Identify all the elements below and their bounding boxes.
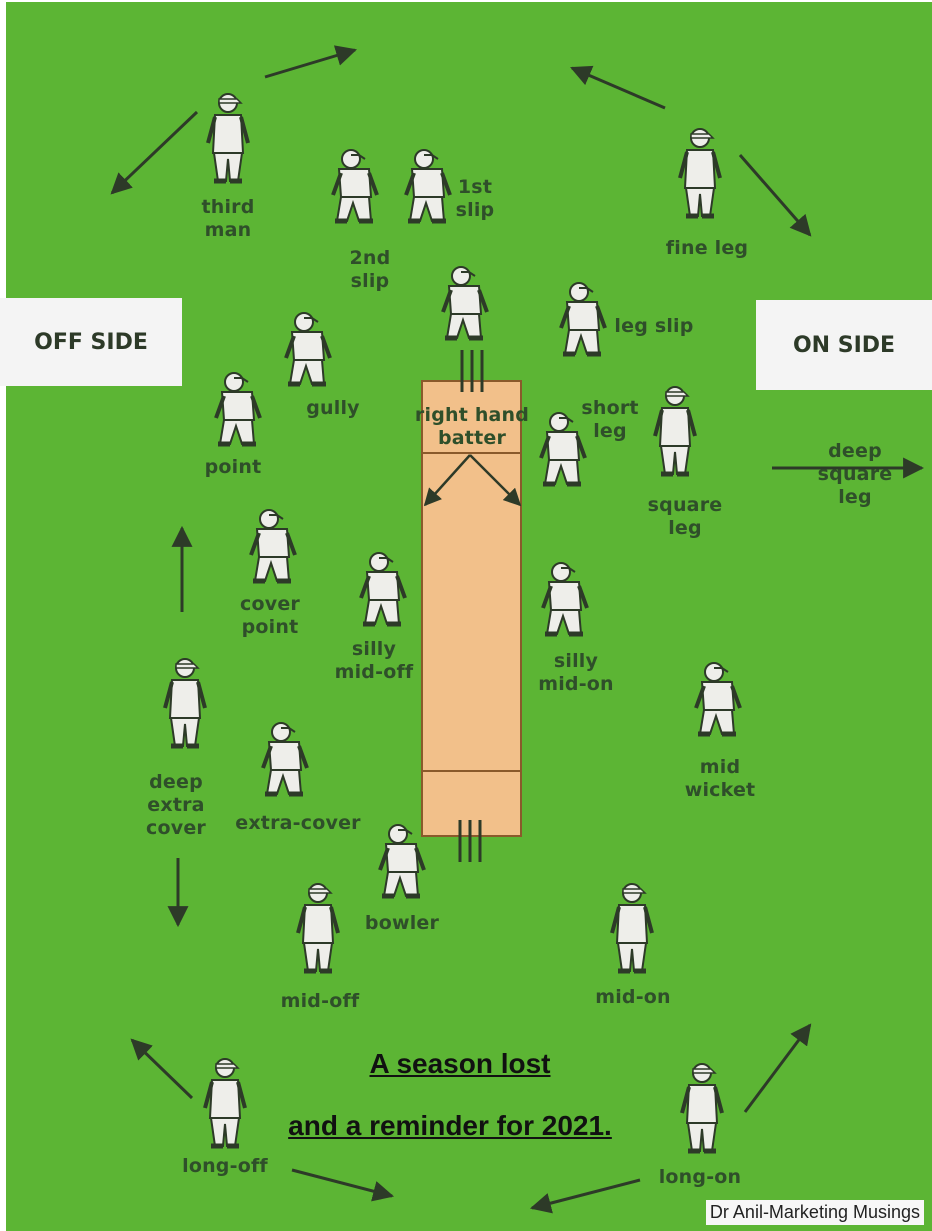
fielder-extra-cover <box>263 723 307 794</box>
label-right-hand-batter: right hand batter <box>410 404 534 450</box>
fielder-gully <box>286 313 330 384</box>
label-silly-mid-off: silly mid-off <box>318 638 430 684</box>
headline-line-2: and a reminder for 2021. <box>230 1110 670 1142</box>
arrow-fine-leg-up <box>572 68 665 108</box>
fielder-silly-mid-off <box>361 553 405 624</box>
label-second-slip: 2nd slip <box>330 247 410 293</box>
wicket-keeper <box>443 267 487 338</box>
fielder-third-man <box>208 94 248 181</box>
label-third-man: third man <box>178 196 278 242</box>
fielder-bowler <box>380 825 424 896</box>
off-side-label: OFF SIDE <box>0 298 182 386</box>
fielder-long-on <box>682 1064 722 1151</box>
arrow-long-on-up <box>745 1025 810 1112</box>
label-fine-leg: fine leg <box>652 237 762 260</box>
label-mid-wicket: mid wicket <box>670 756 770 802</box>
label-deep-extra-cover: deep extra cover <box>126 771 226 840</box>
label-cover-point: cover point <box>220 593 320 639</box>
fielder-cover-point <box>251 510 295 581</box>
label-deep-square-leg: deep square leg <box>800 440 910 509</box>
label-leg-slip: leg slip <box>604 315 704 338</box>
label-extra-cover: extra-cover <box>222 812 374 835</box>
fielder-mid-off <box>298 884 338 971</box>
label-short-leg: short leg <box>570 397 650 443</box>
arrow-long-on-down <box>532 1180 640 1208</box>
label-gully: gully <box>293 397 373 420</box>
arrow-long-off-down <box>292 1170 392 1196</box>
label-long-on: long-on <box>645 1166 755 1189</box>
fielder-leg-slip <box>561 283 605 354</box>
fielder-silly-mid-on <box>543 563 587 634</box>
fielder-mid-on <box>612 884 652 971</box>
label-long-off: long-off <box>170 1155 280 1178</box>
fielder-square-leg <box>655 387 695 474</box>
label-point: point <box>193 456 273 479</box>
fielder-second-slip <box>333 150 377 221</box>
fielder-mid-wicket <box>696 663 740 734</box>
arrow-long-off-up <box>132 1040 192 1098</box>
label-first-slip: 1st slip <box>440 176 510 222</box>
fielder-fine-leg <box>680 129 720 216</box>
arrow-fine-leg-out <box>740 155 810 235</box>
headline-line-1: A season lost <box>300 1048 620 1080</box>
label-mid-off: mid-off <box>265 990 375 1013</box>
label-silly-mid-on: silly mid-on <box>520 650 632 696</box>
arrow-third-man-up <box>265 50 355 77</box>
credit-text: Dr Anil-Marketing Musings <box>706 1200 924 1225</box>
on-side-label: ON SIDE <box>756 300 932 390</box>
arrow-third-man-out <box>112 112 197 193</box>
fielder-deep-extra-cover <box>165 659 205 746</box>
label-bowler: bowler <box>352 912 452 935</box>
label-square-leg: square leg <box>630 494 740 540</box>
fielder-point <box>216 373 260 444</box>
label-mid-on: mid-on <box>578 986 688 1009</box>
